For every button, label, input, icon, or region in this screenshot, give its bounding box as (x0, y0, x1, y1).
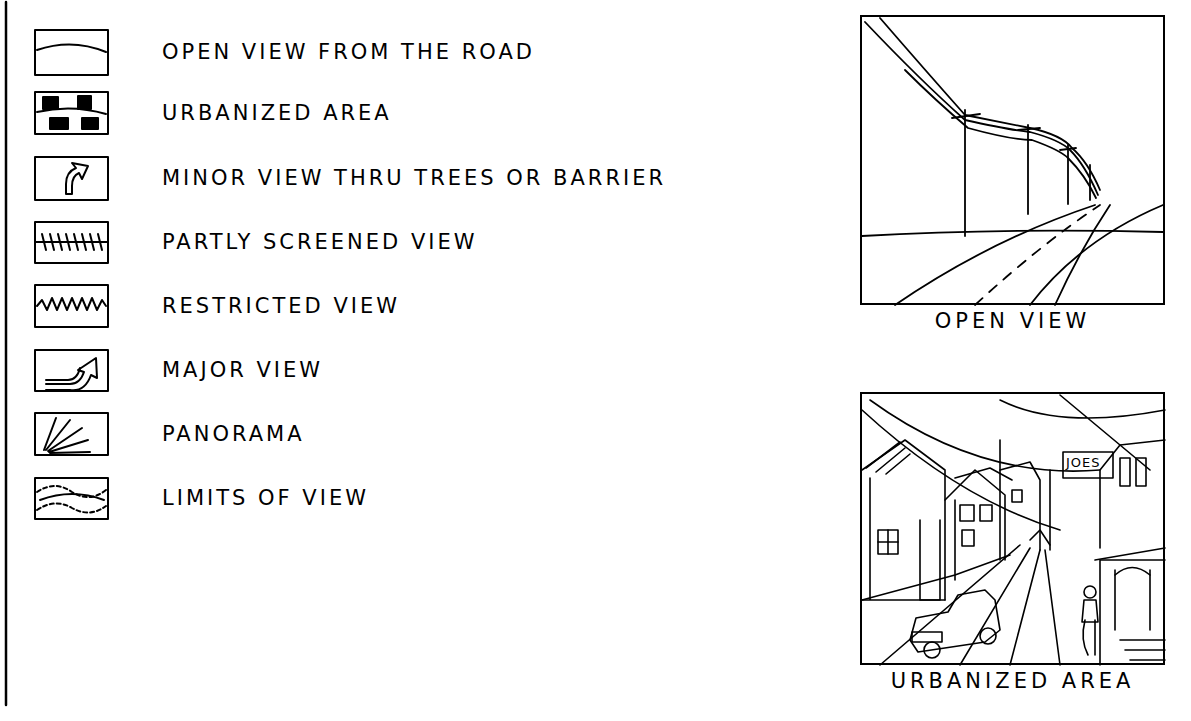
legend-text: PARTLY SCREENED VIEW (162, 228, 478, 256)
partly-screened-symbol (35, 222, 108, 263)
illustration-frame: URBANIZED AREA (860, 392, 1165, 665)
open-view-symbol (35, 30, 108, 75)
panorama-symbol (35, 413, 108, 455)
illustration-frame: OPEN VIEW (860, 15, 1165, 305)
legend-text: RESTRICTED VIEW (162, 292, 400, 320)
urbanized-sketch (862, 395, 1165, 665)
legend-text: PANORAMA (162, 420, 305, 448)
urbanized-symbol (35, 92, 108, 134)
restricted-symbol (35, 285, 108, 327)
sign-text: JOES (1066, 455, 1101, 470)
caption: OPEN VIEW (822, 309, 1191, 333)
margin-line (5, 2, 8, 705)
legend-text: MINOR VIEW THRU TREES OR BARRIER (162, 164, 666, 192)
legend-text: OPEN VIEW FROM THE ROAD (162, 38, 535, 66)
open-view-sketch (862, 18, 1163, 305)
caption: URBANIZED AREA (822, 669, 1191, 693)
legend-text: URBANIZED AREA (162, 99, 392, 127)
legend-text: MAJOR VIEW (162, 356, 323, 384)
minor-view-symbol (35, 157, 108, 200)
major-view-symbol (35, 350, 108, 391)
limits-symbol (35, 478, 108, 519)
legend-text: LIMITS OF VIEW (162, 484, 369, 512)
